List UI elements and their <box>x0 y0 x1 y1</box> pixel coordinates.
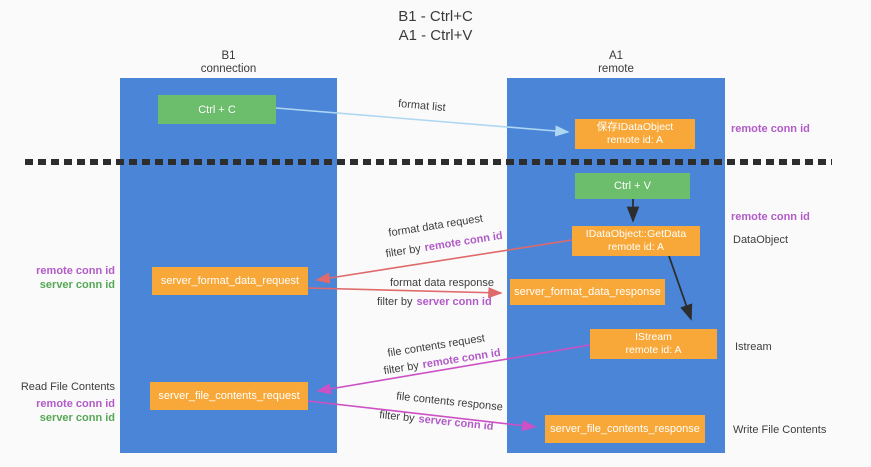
node-ctrl-c-label: Ctrl + C <box>198 103 236 116</box>
column-a1-name: A1 <box>608 50 624 62</box>
node-ctrl-v: Ctrl + V <box>575 173 690 199</box>
edge-label-format-list: format list <box>397 97 447 115</box>
label-server-conn-id-left-bottom: server conn id <box>39 412 115 424</box>
column-b1-name: B1 <box>221 50 236 62</box>
column-a1-role: remote <box>598 63 634 75</box>
node-server-file-contents-request-label: server_file_contents_request <box>158 390 300 402</box>
label-istream: Istream <box>735 341 772 353</box>
node-server-file-contents-request: server_file_contents_request <box>150 382 308 410</box>
title-line-1: B1 - Ctrl+C <box>398 8 473 25</box>
label-remote-conn-id-mid-right: remote conn id <box>731 211 810 223</box>
edge-label-file-contents-response: file contents response <box>395 390 504 414</box>
node-idataobject-getdata-line2: remote id: A <box>607 241 665 253</box>
column-header-a1: A1 remote <box>507 50 725 76</box>
label-server-conn-id-left-top: server conn id <box>39 279 115 291</box>
column-header-b1: B1 connection <box>120 50 337 76</box>
diagram-title: B1 - Ctrl+C A1 - Ctrl+V <box>0 7 871 45</box>
edge-label-format-data-response: format data response <box>390 277 494 289</box>
node-server-format-data-request: server_format_data_request <box>152 267 308 295</box>
node-save-idataobject-line2: remote id: A <box>606 134 664 146</box>
label-dataobject: DataObject <box>733 234 789 246</box>
node-ctrl-v-label: Ctrl + V <box>614 180 651 192</box>
node-istream-line1: IStream <box>635 331 672 343</box>
node-save-idataobject-line1: 保存IDataObject <box>596 121 674 133</box>
node-save-idataobject: 保存IDataObject remote id: A <box>575 119 695 149</box>
label-remote-conn-id-top-right: remote conn id <box>731 123 810 135</box>
node-server-format-data-response-label: server_format_data_response <box>514 286 661 298</box>
node-ctrl-c: Ctrl + C <box>158 95 276 124</box>
label-remote-conn-id-left-bottom: remote conn id <box>36 398 115 410</box>
node-istream: IStream remote id: A <box>590 329 717 359</box>
node-server-format-data-response: server_format_data_response <box>510 279 665 305</box>
label-read-file-contents: Read File Contents <box>20 381 115 393</box>
node-idataobject-getdata: IDataObject::GetData remote id: A <box>572 226 700 256</box>
label-remote-conn-id-left-top: remote conn id <box>36 265 115 277</box>
label-write-file-contents: Write File Contents <box>733 424 827 436</box>
session-separator-dashed-line <box>25 159 832 165</box>
node-istream-line2: remote id: A <box>625 344 682 356</box>
node-idataobject-getdata-line1: IDataObject::GetData <box>585 228 687 240</box>
node-server-file-contents-response: server_file_contents_response <box>545 415 705 443</box>
title-line-2: A1 - Ctrl+V <box>398 27 473 44</box>
node-server-format-data-request-label: server_format_data_request <box>160 275 300 287</box>
node-server-file-contents-response-label: server_file_contents_response <box>550 423 700 435</box>
column-b1-role: connection <box>200 63 257 75</box>
